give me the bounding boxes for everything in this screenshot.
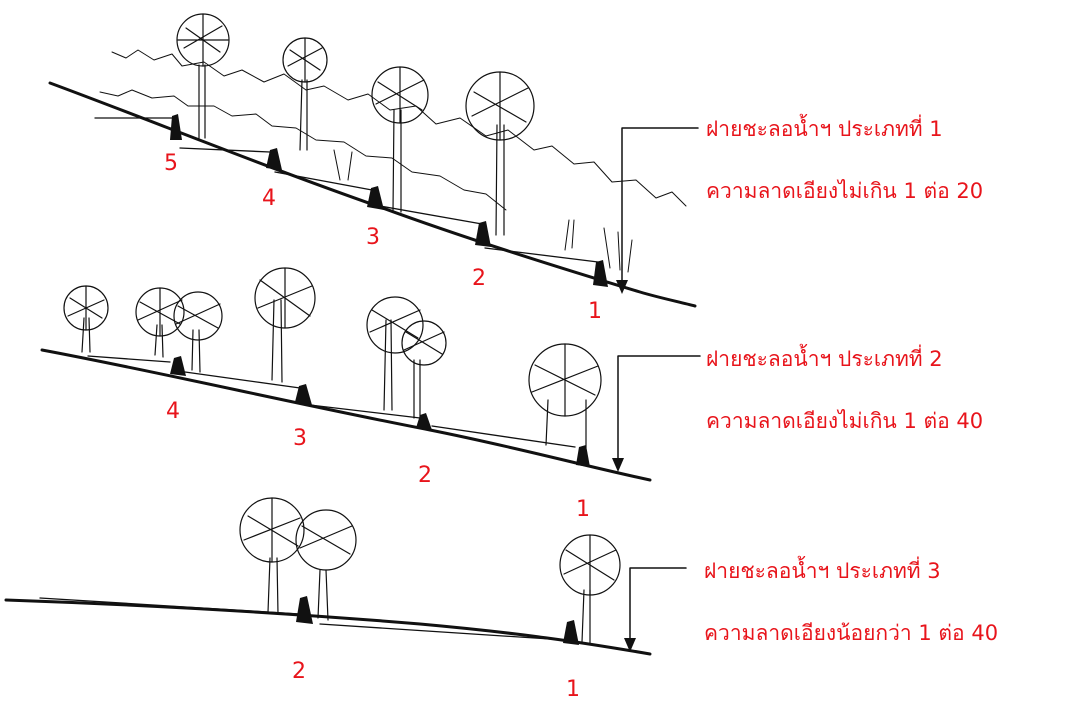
tree [254,267,316,383]
slope-label-1: ความลาดเอียงไม่เกิน 1 ต่อ 20 [706,179,983,203]
panel-type-2: ฝายชะลอน้ำฯ ประเภทที่ 2 ความลาดเอียงไม่เ… [40,267,983,522]
check-dam-3 [367,186,384,210]
dam-number-3: 3 [293,426,307,451]
step-lines [94,117,599,263]
dam-number-1: 1 [588,299,602,324]
arrow-head-2 [612,458,624,472]
check-dam-1 [563,620,579,645]
check-dam-1 [576,445,590,467]
step-lines [87,355,576,448]
dam-number-2: 2 [472,266,486,291]
tree [401,320,447,419]
slope-label-2: ความลาดเอียงไม่เกิน 1 ต่อ 40 [706,409,983,433]
dam-number-2: 2 [418,463,432,488]
step-lines [39,597,566,641]
check-dam-4 [266,148,282,170]
check-dam-4 [170,356,186,376]
shrub-canopy-lower [99,89,507,211]
type-label-1: ฝายชะลอน้ำฯ ประเภทที่ 1 [706,114,943,141]
shrub-canopy-outline [111,49,687,207]
pointer-line-3 [629,567,687,641]
tree [63,285,109,353]
dam-number-3: 3 [366,225,380,250]
pointer-line-1 [621,127,699,284]
tree [176,13,230,139]
check-dam-2 [475,221,491,247]
tree [528,343,602,449]
dam-number-4: 4 [262,186,276,211]
check-dam-1 [593,260,608,287]
shrub [333,149,633,273]
check-dam-2 [416,413,432,430]
dam-number-1: 1 [576,497,590,522]
tree [465,71,535,236]
tree [366,296,424,411]
dam-number-1: 1 [566,677,580,702]
tree [282,37,328,151]
check-dam-2 [296,596,313,624]
slope-ground-line [48,81,697,308]
check-dam-5 [170,114,182,140]
pointer-line-2 [617,355,701,461]
arrow-head-3 [624,638,636,652]
tree [559,534,621,645]
tree [239,497,305,615]
type-label-2: ฝายชะลอน้ำฯ ประเภทที่ 2 [706,344,943,371]
panel-type-3: ฝายชะลอน้ำฯ ประเภทที่ 3 ความลาดเอียงน้อย… [4,497,998,702]
check-dam-3 [295,384,312,405]
tree [371,66,429,213]
type-label-3: ฝายชะลอน้ำฯ ประเภทที่ 3 [704,556,941,583]
dam-number-2: 2 [292,659,306,684]
tree [295,509,357,621]
slope-label-3: ความลาดเอียงน้อยกว่า 1 ต่อ 40 [704,621,998,645]
tree [135,287,185,358]
tree [173,291,223,373]
dam-number-4: 4 [166,399,180,424]
arrow-head-1 [616,280,628,294]
dam-number-5: 5 [164,151,178,176]
panel-type-1: ฝายชะลอน้ำฯ ประเภทที่ 1 ความลาดเอียงไม่เ… [48,13,983,324]
